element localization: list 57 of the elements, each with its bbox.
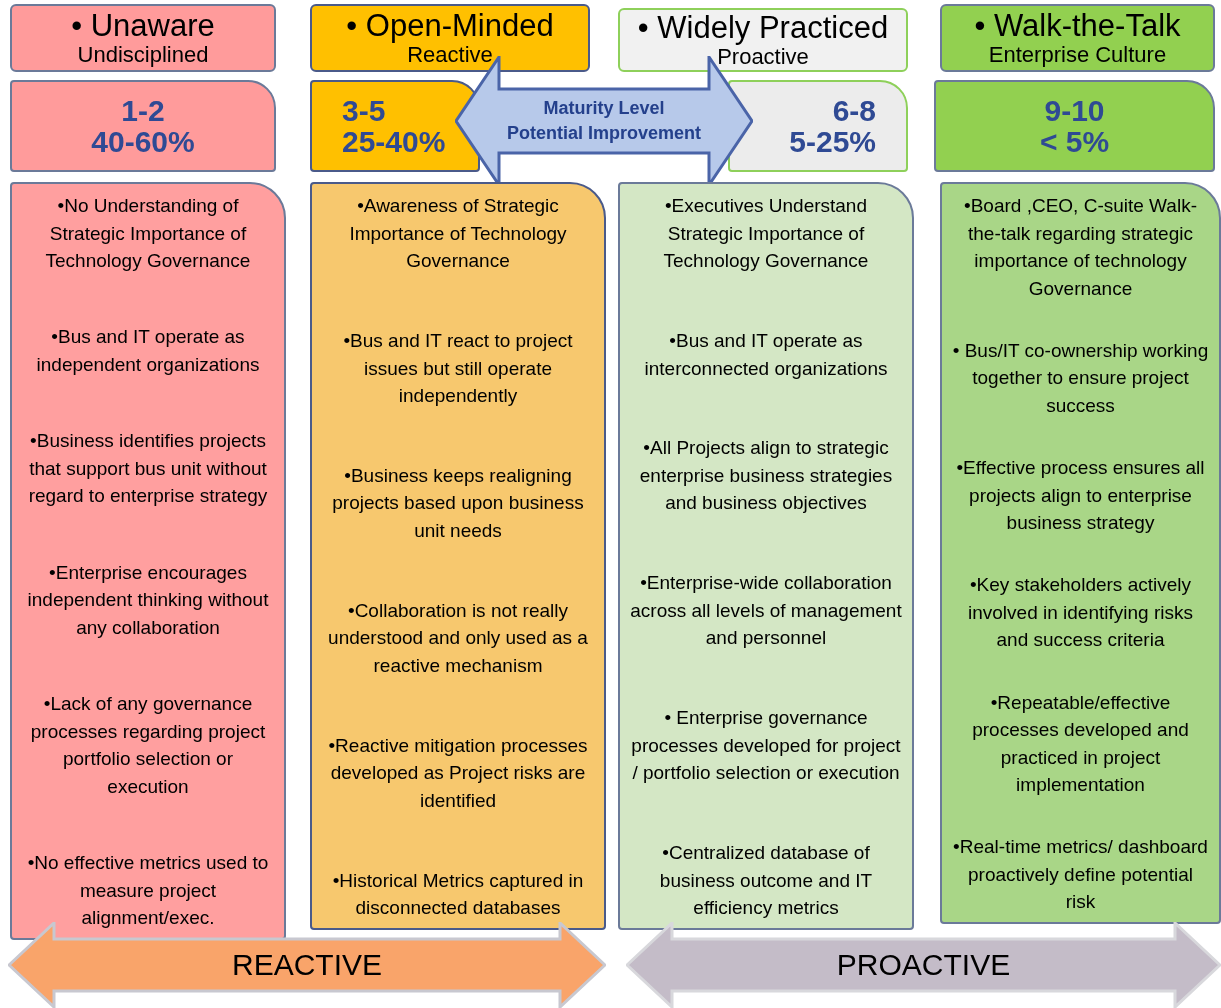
- bullet-text: • Enterprise governance processes developed for project / portfolio selection or execution: [630, 706, 902, 786]
- improvement-percent: 40-60%: [90, 126, 196, 158]
- bullet-text: •All Projects align to strategic enterprise business strategies and business objectives: [638, 436, 894, 516]
- description-panel: [940, 182, 1221, 924]
- bullet-text: •Key stakeholders actively involved in identifying risks and success criteria: [967, 573, 1194, 653]
- header-box: [310, 4, 590, 72]
- double-arrow: [626, 922, 1221, 1008]
- bullet-text: •Bus and IT operate as independent organizations: [35, 325, 261, 377]
- bullet-text: •Collaboration is not really understood and only used as a reactive mechanism: [327, 598, 589, 678]
- improvement-percent: 5-25%: [788, 126, 876, 158]
- maturity-score: 1-2: [120, 94, 166, 126]
- header-box: [618, 8, 908, 72]
- arrow-label: Potential Improvement: [506, 122, 701, 145]
- score-box: [934, 80, 1215, 172]
- bullet-text: •No effective metrics used to measure project alignment/exec.: [26, 851, 270, 931]
- bullet-text: •Bus and IT operate as interconnected organizations: [643, 328, 889, 381]
- level-title: • Open-Minded: [345, 10, 555, 43]
- description-panel: [310, 182, 606, 930]
- bullet-text: •Lack of any governance processes regarding project portfolio selection or execution: [29, 692, 267, 799]
- bullet-text: •Enterprise-wide collaboration across all levels of management and personnel: [630, 571, 902, 651]
- bullet-text: •Business keeps realigning projects based upon business unit needs: [331, 463, 585, 544]
- level-title: • Unaware: [70, 10, 216, 43]
- header-box: [940, 4, 1215, 72]
- bullet-text: •Centralized database of business outcome and IT efficiency metrics: [658, 841, 874, 921]
- score-box: [310, 80, 480, 172]
- level-subtitle: Reactive: [407, 42, 493, 66]
- arrow-label: Maturity Level: [542, 96, 666, 120]
- level-subtitle: Undisciplined: [76, 42, 210, 66]
- bullet-text: •Real-time metrics/ dashboard proactively define potential risk: [952, 835, 1209, 915]
- description-panel: [618, 182, 914, 930]
- level-subtitle: Proactive: [717, 44, 810, 68]
- bullet-text: •Historical Metrics captured in disconnected databases: [331, 868, 585, 921]
- bullet-text: •Business identifies projects that support bus unit without regard to enterprise strategy: [27, 429, 269, 509]
- bullet-text: •Repeatable/effective processes developed and practiced in project implementation: [971, 690, 1190, 798]
- level-title: • Walk-the-Talk: [973, 10, 1182, 43]
- bullet-text: •No Understanding of Strategic Importance of Technology Governance: [44, 194, 252, 274]
- bullet-text: •Awareness of Strategic Importance of Technology Governance: [348, 194, 568, 274]
- arrow-label: REACTIVE: [232, 948, 382, 982]
- bullet-text: • Bus/IT co-ownership working together to ensure project success: [952, 338, 1209, 418]
- level-subtitle: Enterprise Culture: [987, 42, 1168, 66]
- description-panel: [10, 182, 286, 940]
- improvement-percent: 25-40%: [342, 126, 447, 158]
- arrow-label: PROACTIVE: [836, 948, 1011, 982]
- bullet-text: •Board ,CEO, C-suite Walk-the-talk regarding strategic importance of technology Governance: [963, 194, 1198, 301]
- maturity-score: 3-5: [342, 94, 387, 126]
- header-box: [10, 4, 276, 72]
- bullet-text: •Reactive mitigation processes developed as Project risks are identified: [327, 733, 589, 813]
- bullet-text: •Effective process ensures all projects align to enterprise business strategy: [955, 456, 1206, 536]
- bullet-text: •Bus and IT react to project issues but still operate independently: [342, 328, 574, 409]
- bullet-text: •Enterprise encourages independent thinking without any collaboration: [26, 560, 270, 640]
- maturity-score: 6-8: [831, 94, 876, 126]
- bullet-text: •Executives Understand Strategic Importance of Technology Governance: [662, 194, 870, 274]
- maturity-score: 9-10: [1043, 94, 1106, 126]
- score-box: [10, 80, 276, 172]
- level-title: • Widely Practiced: [636, 12, 890, 45]
- improvement-percent: < 5%: [1038, 126, 1111, 158]
- score-box: [728, 80, 908, 172]
